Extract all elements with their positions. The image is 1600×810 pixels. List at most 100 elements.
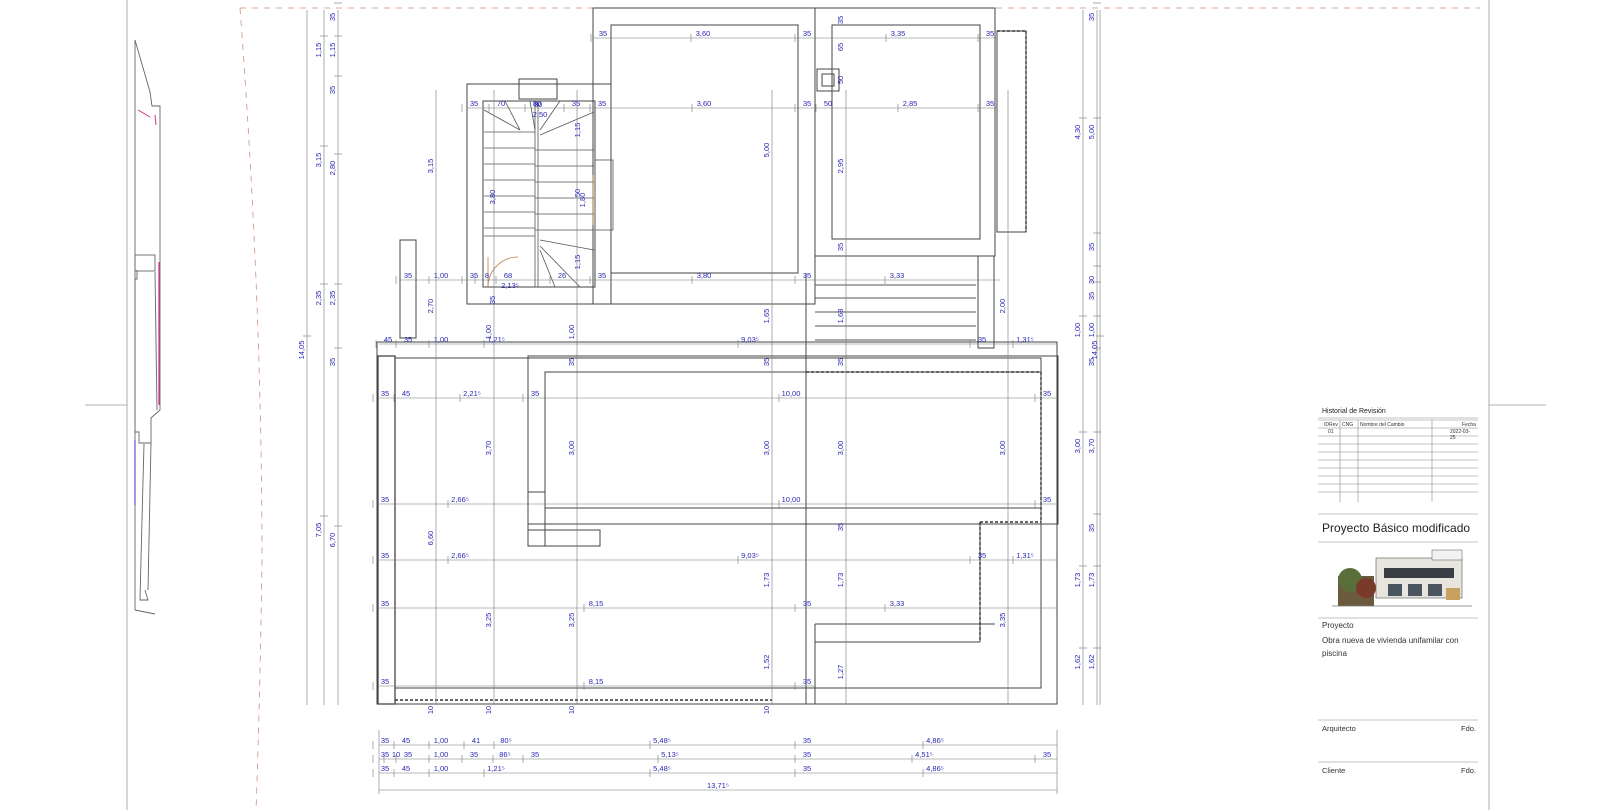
dimension-label: 3,35 (998, 613, 1007, 628)
sheet-frame (85, 0, 1546, 810)
dimension-label: 3,25 (567, 613, 576, 628)
dimension-label: 35 (531, 389, 539, 398)
dimension-label: 35 (978, 551, 986, 560)
dimension-label: 1,00 (484, 325, 493, 340)
dashed-edges (395, 30, 1042, 701)
dimension-label: 35 (803, 99, 811, 108)
dimension-label: 1,15 (314, 43, 323, 58)
dimension-label: 41 (472, 736, 480, 745)
dimension-label: 65 (836, 43, 845, 51)
dimension-label: 2,00 (998, 299, 1007, 314)
dimension-label: 14,05 (1090, 341, 1099, 360)
dimension-label: 35 (404, 335, 412, 344)
dimension-label: 3,15 (426, 159, 435, 174)
dimension-label: 9,03⁵ (741, 335, 759, 344)
dimension-label: 10,00 (782, 495, 801, 504)
dimension-label: 35 (803, 677, 811, 686)
dimension-label: 5,00 (762, 143, 771, 158)
dimension-label: 35 (531, 750, 539, 759)
revision-history-title: Historial de Revisión (1322, 408, 1386, 415)
dimension-label: 1,00 (1087, 323, 1096, 338)
dimension-label: 1,00 (434, 736, 449, 745)
dimension-label: 1,80 (578, 193, 587, 208)
property-boundary (239, 7, 1480, 810)
dimension-label: 45 (402, 764, 410, 773)
dimension-label: 4,30 (1073, 125, 1082, 140)
dimension-label: 2,50 (533, 110, 548, 119)
dimension-label: 35 (803, 599, 811, 608)
dimension-label: 2,70 (426, 299, 435, 314)
dimension-label: 2,80 (328, 161, 337, 176)
dimension-label: 6,70 (328, 533, 337, 548)
dimension-label: 70 (497, 99, 505, 108)
dimension-label: 35 (1087, 524, 1096, 532)
section-accent-lines (134, 109, 160, 505)
project-title: Proyecto Básico modificado (1322, 521, 1471, 535)
dimension-label: 1,15 (328, 43, 337, 58)
dimension-label: 35 (381, 495, 389, 504)
dimension-label: 35 (470, 99, 478, 108)
dimension-label: 3,00 (567, 441, 576, 456)
dimension-label: 1,21⁵ (487, 335, 505, 344)
project-rendering-image (1332, 544, 1472, 608)
dimension-label: 3,33 (890, 271, 905, 280)
dimension-label: 50 (824, 99, 832, 108)
dimension-label: 2,95 (836, 159, 845, 174)
dimension-label: 80 (533, 99, 541, 108)
dimension-label: 10,00 (782, 389, 801, 398)
dimension-label: 35 (803, 736, 811, 745)
dimension-label: 35 (381, 750, 389, 759)
column-cng: CNG (1342, 422, 1354, 428)
dimension-labels: 14,051,153,152,357,05351,15352,802,35356… (297, 13, 1099, 790)
section-sketch (134, 39, 161, 615)
dimension-label: 35 (1043, 495, 1051, 504)
dimension-label: 35 (986, 99, 994, 108)
dimension-label: 35 (381, 677, 389, 686)
project-label: Proyecto (1322, 621, 1354, 630)
dimension-label: 35 (381, 736, 389, 745)
client-label: Cliente (1322, 766, 1346, 775)
dimension-label: 86⁵ (499, 750, 510, 759)
dimension-label: 26 (558, 271, 566, 280)
dimension-label: 3,80 (488, 190, 497, 205)
architect-signature-label: Fdo. (1460, 724, 1476, 733)
dimension-label: 35 (470, 750, 478, 759)
dimension-label: 13,71⁵ (707, 781, 729, 790)
dimension-label: 3,80 (697, 271, 712, 280)
dimension-label: 80 (534, 100, 542, 109)
column-id: IDRev (1324, 422, 1338, 428)
dimension-label: 1,73 (1087, 573, 1096, 588)
dimension-label: 4,86⁵ (926, 764, 944, 773)
dimension-label: 1,73 (1073, 573, 1082, 588)
dimension-label: 1,00 (434, 271, 449, 280)
dimension-label: 35 (836, 358, 845, 366)
dimension-label: 3,33 (890, 599, 905, 608)
dimension-label: 1,31⁵ (1016, 551, 1034, 560)
dimension-label: 1,00 (567, 325, 576, 340)
dimension-label: 1,15 (573, 123, 582, 138)
dimension-label: 1,65 (762, 309, 771, 324)
dimension-label: 1,15 (573, 255, 582, 270)
dimension-label: 10 (426, 706, 435, 714)
dimension-label: 35 (986, 29, 994, 38)
dimension-lines (303, 2, 1104, 794)
dimension-label: 10 (762, 706, 771, 714)
dimension-label: 1,31⁵ (1016, 335, 1034, 344)
dimension-label: 35 (1087, 292, 1096, 300)
dimension-label: 3,60 (697, 99, 712, 108)
dimension-label: 80⁵ (500, 736, 511, 745)
client-signature-label: Fdo. (1460, 766, 1476, 775)
dimension-label: 35 (404, 750, 412, 759)
dimension-label: 3,00 (1073, 439, 1082, 454)
architect-label: Arquitecto (1322, 724, 1356, 733)
dimension-label: 5,13⁵ (661, 750, 679, 759)
dimension-label: 2,66⁵ (451, 495, 469, 504)
dimension-label: 35 (598, 271, 606, 280)
dimension-label: 35 (836, 243, 845, 251)
dimension-label: 35 (803, 750, 811, 759)
dimension-label: 1,62 (1087, 655, 1096, 670)
dimension-label: 5,48⁵ (653, 764, 671, 773)
dimension-label: 35 (328, 13, 337, 21)
project-description: Obra nueva de vivienda unifamilar con pi… (1322, 636, 1459, 658)
